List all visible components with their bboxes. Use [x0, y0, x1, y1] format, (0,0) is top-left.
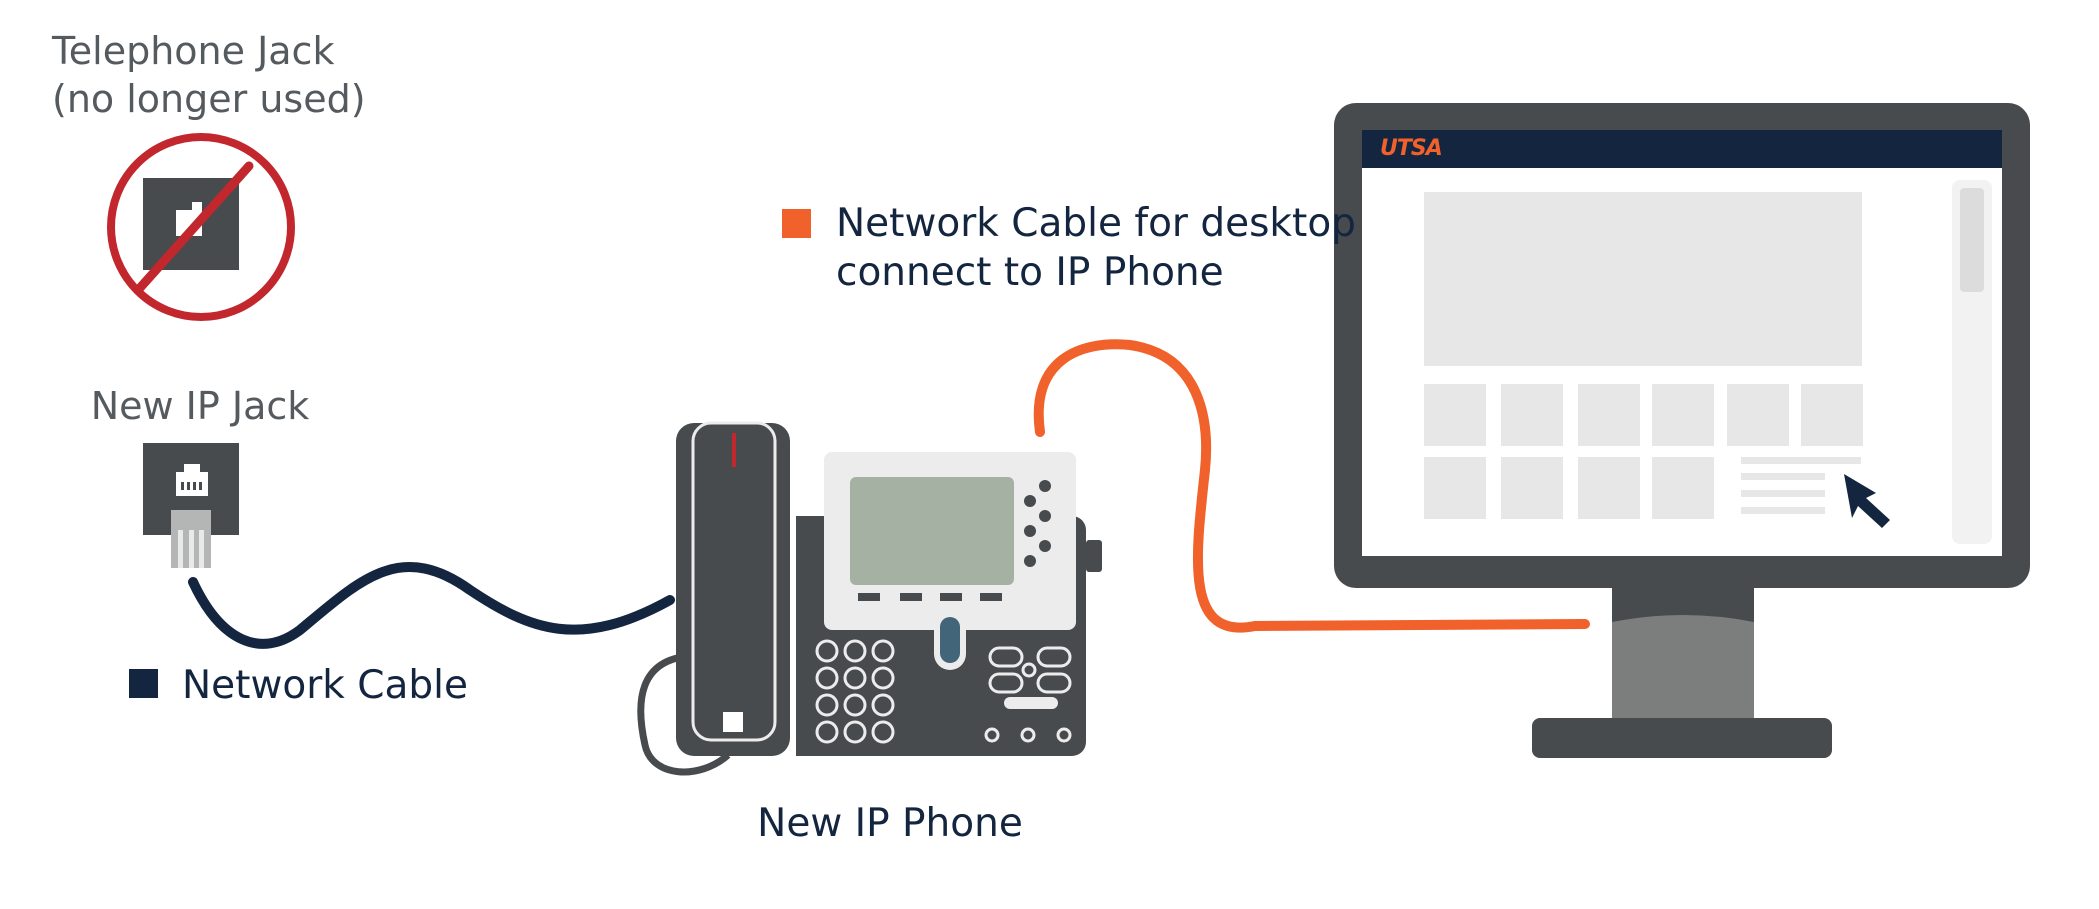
telephone-jack-prohibited-icon — [107, 133, 295, 321]
ip-phone — [637, 421, 1102, 776]
new-ip-phone-label: New IP Phone — [757, 801, 1023, 846]
ethernet-jack-icon — [143, 443, 239, 568]
desktop-cable-label-line2: connect to IP Phone — [836, 249, 1224, 295]
telephone-jack-label: Telephone Jack (no longer used) — [52, 28, 366, 123]
desktop-cable-label-line1: Network Cable for desktop — [836, 201, 1356, 246]
network-cable — [188, 562, 675, 649]
network-cable-legend-swatch — [129, 669, 158, 698]
mouse-cursor-icon — [1844, 474, 1890, 528]
desktop-cable-legend-swatch — [782, 209, 811, 238]
monitor-brand-logo: UTSA — [1380, 136, 1443, 161]
desktop-network-cable — [1033, 339, 1590, 633]
new-ip-jack-label: New IP Jack — [90, 384, 310, 428]
telephone-jack-title: Telephone Jack — [52, 29, 335, 73]
network-cable-label: Network Cable — [182, 663, 468, 708]
desktop-monitor — [1334, 103, 2030, 758]
telephone-jack-note: (no longer used) — [52, 76, 366, 121]
desktop-cable-label: Network Cable for desktop connect to IP … — [836, 200, 1356, 298]
